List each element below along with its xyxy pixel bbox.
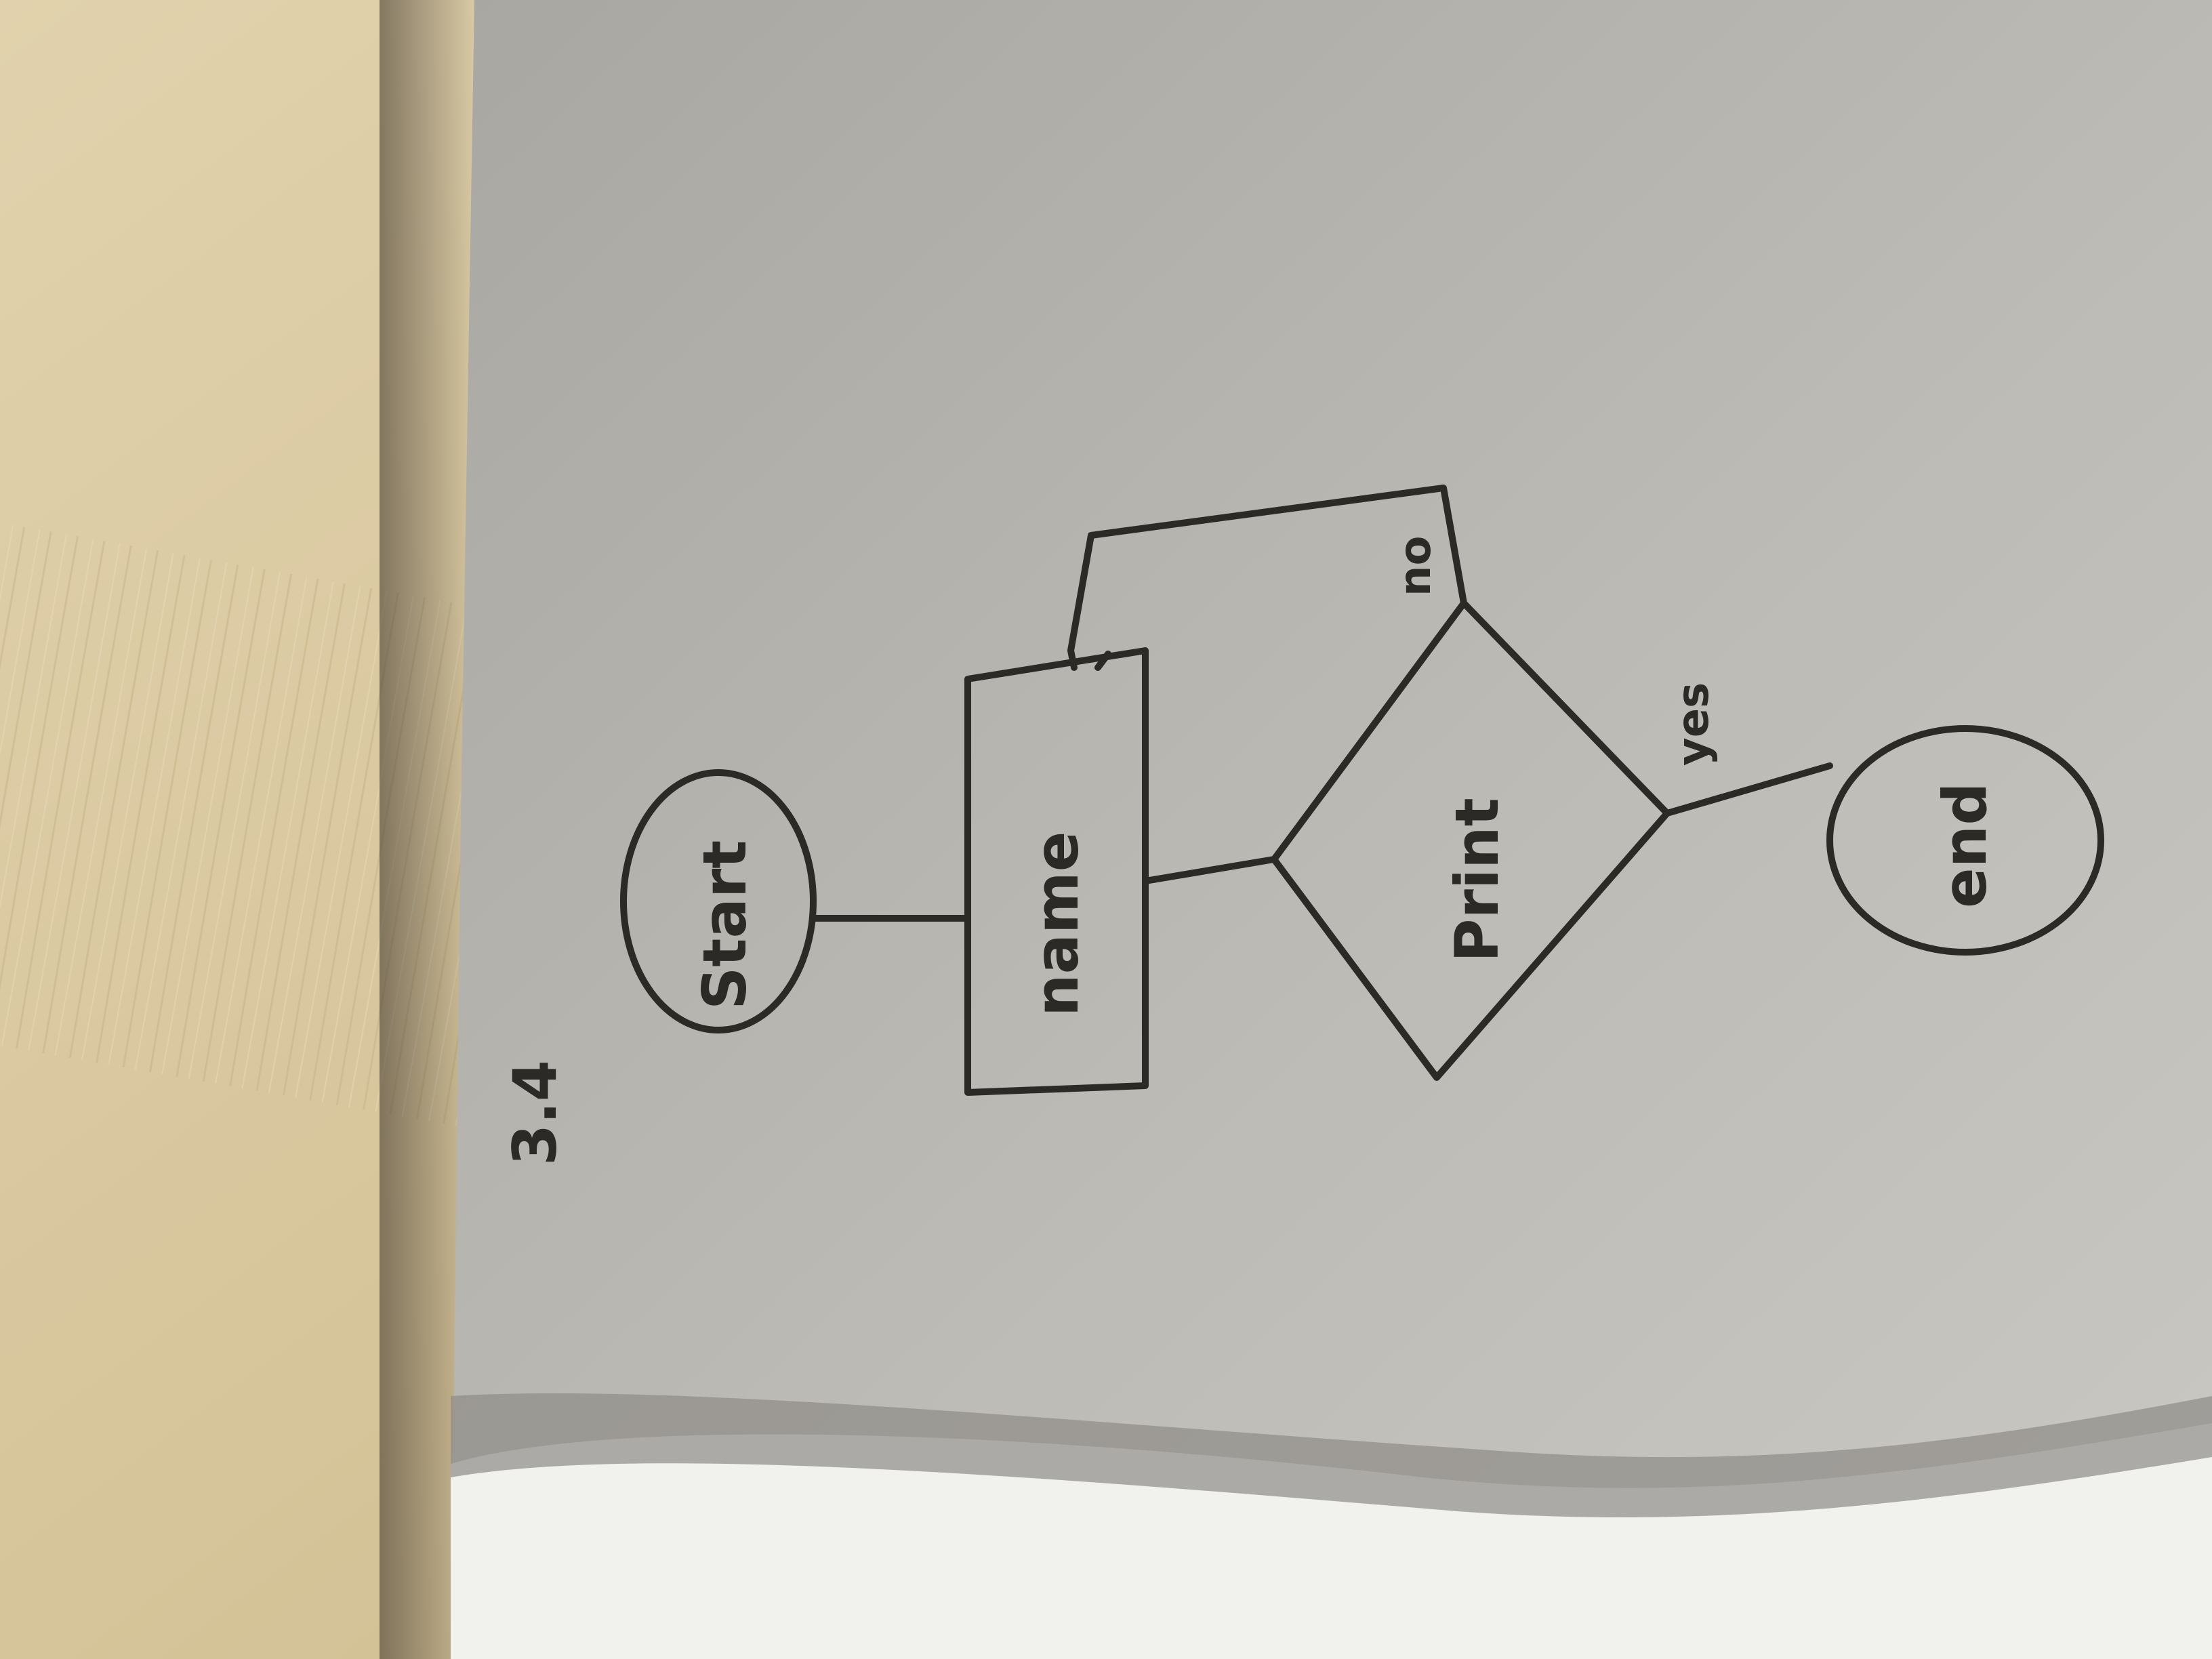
- process-label: name: [1022, 832, 1092, 1017]
- decision-diamond: Print: [1271, 600, 1671, 1081]
- end-oval: [1826, 725, 2104, 956]
- start-oval: [620, 769, 817, 1033]
- decision-label: Print: [1442, 798, 1512, 962]
- page-label: 3.4: [500, 1060, 570, 1166]
- connector-no-loop: [1067, 485, 1467, 671]
- paper-sheet: [451, 0, 2212, 1659]
- paper-bright-region: [451, 1423, 2212, 1659]
- paper-shadow-band: [451, 1393, 2212, 1517]
- connector-yes-end: [1664, 762, 1833, 817]
- branch-no-label: no: [1391, 535, 1441, 596]
- branch-yes-label: yes: [1668, 682, 1719, 766]
- end-terminal: end: [1826, 725, 2104, 956]
- process-rect: [964, 647, 1149, 1096]
- connector-process-decision: [1142, 856, 1277, 884]
- start-terminal: Start: [620, 769, 817, 1033]
- process-rect-edge: [1094, 651, 1111, 671]
- process-box: name: [964, 647, 1149, 1096]
- start-label: Start: [690, 840, 760, 1010]
- end-label: end: [1930, 783, 2000, 908]
